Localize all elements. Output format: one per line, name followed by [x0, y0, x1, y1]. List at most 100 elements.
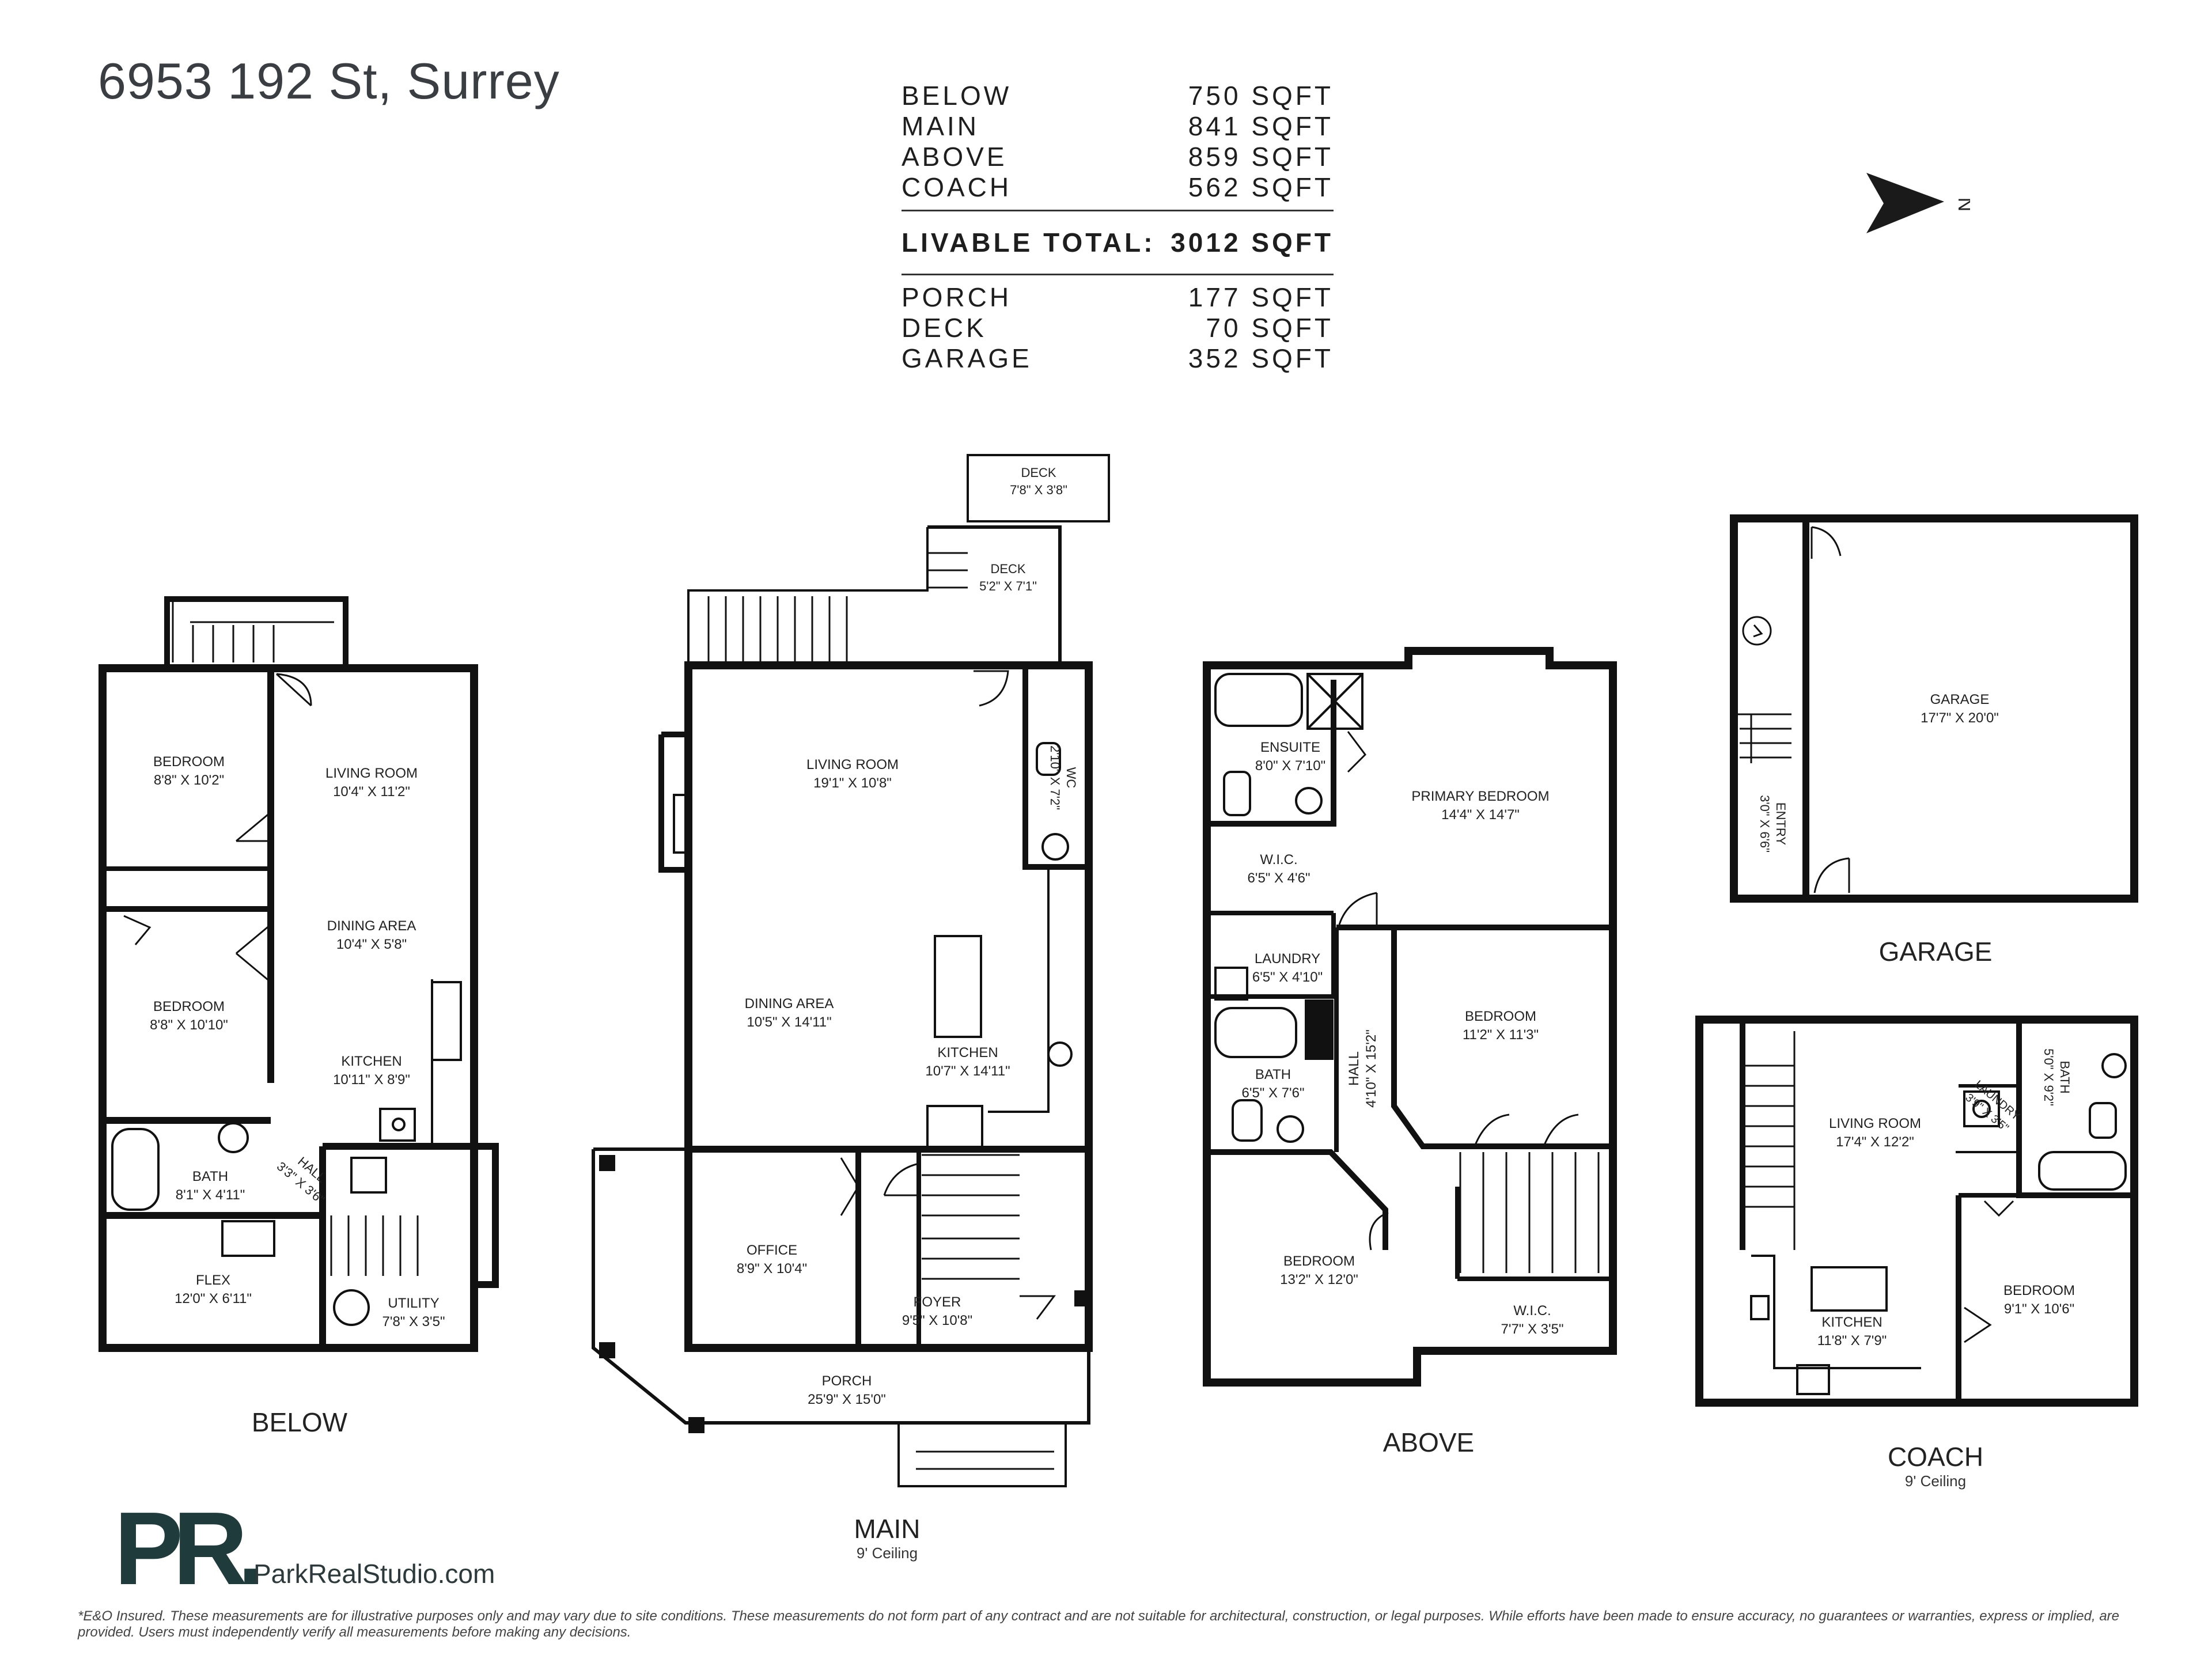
main-doors	[840, 670, 1056, 1320]
room-name: GARAGE	[1930, 692, 1990, 707]
room-name: BATH	[2058, 1060, 2072, 1093]
area-value: 841 SQFT	[1188, 111, 1334, 141]
coach-doors	[1964, 1200, 2014, 1343]
room-dim: 25'9" X 15'0"	[808, 1392, 886, 1407]
area-label: MAIN	[902, 111, 979, 141]
area-value: 70 SQFT	[1206, 313, 1334, 343]
room-dim: 8'9" X 10'4"	[737, 1261, 807, 1277]
room-dim: 10'5" X 14'11"	[747, 1014, 831, 1030]
room-dim: 8'1" X 4'11"	[176, 1187, 245, 1203]
north-arrow-icon: N	[1866, 173, 1970, 233]
below-stairs	[172, 625, 419, 1276]
room-name: UTILITY	[388, 1296, 439, 1311]
room-name: KITCHEN	[937, 1045, 998, 1060]
room-name: BEDROOM	[2003, 1283, 2075, 1298]
floor-label-below: BELOW	[252, 1407, 348, 1437]
room-dim: 8'8" X 10'10"	[150, 1017, 228, 1033]
above-doors	[1338, 731, 1579, 1251]
room-name: LIVING ROOM	[325, 766, 418, 781]
below-doors	[123, 673, 312, 983]
floor-below-walls	[99, 596, 499, 1352]
floor-main-walls	[592, 454, 1110, 1487]
room-name: DECK	[1021, 465, 1056, 480]
listing-address: 6953 192 St, Surrey	[98, 52, 560, 109]
room-dim: 11'8" X 7'9"	[1817, 1333, 1887, 1349]
garage-details	[1740, 518, 2131, 893]
floor-label-garage: GARAGE	[1879, 937, 1993, 967]
room-name: DINING AREA	[745, 996, 834, 1012]
area-label: ABOVE	[902, 142, 1007, 172]
total-label: LIVABLE TOTAL:	[902, 228, 1156, 257]
room-name: ENSUITE	[1260, 740, 1320, 755]
porch-posts	[599, 1155, 1090, 1433]
floor-above-walls	[1203, 647, 1617, 1387]
below-fixtures	[111, 981, 462, 1326]
room-name: BATH	[192, 1169, 228, 1184]
main-stairs	[707, 552, 1054, 1470]
room-dim: 9'5" X 10'8"	[902, 1313, 972, 1328]
room-dim: 9'1" X 10'6"	[2004, 1301, 2074, 1317]
livable-total-row: LIVABLE TOTAL: 3012 SQFT	[902, 210, 1334, 275]
disclaimer-text: *E&O Insured. These measurements are for…	[78, 1608, 2120, 1640]
above-chimney	[1305, 999, 1334, 1060]
floor-label-main: MAIN	[854, 1514, 921, 1544]
above-fixtures	[1214, 673, 1363, 1143]
floor-label-coach: COACH	[1888, 1442, 1983, 1472]
room-name: LIVING ROOM	[806, 757, 899, 772]
room-dim: 10'7" X 14'11"	[925, 1063, 1010, 1079]
room-labels: BEDROOM 8'8" X 10'2" LIVING ROOM 10'4" X…	[150, 465, 2075, 1407]
area-row: GARAGE 352 SQFT	[902, 343, 1334, 374]
floor-ceiling-main: 9' Ceiling	[857, 1544, 918, 1562]
room-dim: 10'4" X 5'8"	[336, 937, 407, 952]
area-label: DECK	[902, 313, 987, 343]
total-value: 3012 SQFT	[1171, 228, 1334, 257]
room-name: ENTRY	[1774, 802, 1788, 845]
area-value: 177 SQFT	[1188, 282, 1334, 312]
room-name: W.I.C.	[1260, 852, 1297, 868]
room-dim: 17'7" X 20'0"	[1921, 710, 1999, 726]
room-name: BATH	[1255, 1067, 1291, 1082]
room-name: OFFICE	[747, 1243, 797, 1258]
room-name: DECK	[990, 562, 1025, 576]
above-stairs	[1459, 1152, 1600, 1273]
room-dim: 8'8" X 10'2"	[154, 772, 224, 788]
coach-fixtures	[1750, 1053, 2127, 1395]
room-dim: 8'0" X 7'10"	[1255, 758, 1325, 774]
room-dim: 7'8" X 3'8"	[1010, 483, 1067, 497]
room-dim: 2'10" X 7'2"	[1048, 745, 1062, 810]
area-row: ABOVE 859 SQFT	[902, 142, 1334, 172]
room-name: PORCH	[822, 1373, 872, 1389]
logo-text: PR.	[114, 1498, 258, 1593]
room-dim: 5'0" X 9'2"	[2041, 1048, 2056, 1106]
room-name: DINING AREA	[327, 918, 416, 934]
area-value: 352 SQFT	[1188, 343, 1334, 373]
room-dim: 12'0" X 6'11"	[175, 1291, 252, 1306]
room-name: LAUNDRY	[1255, 951, 1320, 967]
area-value: 859 SQFT	[1188, 142, 1334, 172]
room-name: BEDROOM	[1465, 1009, 1536, 1024]
room-dim: 13'2" X 12'0"	[1280, 1272, 1358, 1287]
parkreal-logo: PR.	[114, 1498, 258, 1593]
area-label: PORCH	[902, 282, 1012, 312]
room-name: FOYER	[914, 1294, 961, 1310]
room-name: LIVING ROOM	[1829, 1116, 1921, 1131]
area-row: DECK 70 SQFT	[902, 313, 1334, 343]
main-fixtures	[673, 742, 1073, 1150]
room-name: WC	[1064, 767, 1078, 789]
room-dim: 6'5" X 7'6"	[1242, 1085, 1305, 1101]
room-dim: 5'2" X 7'1"	[979, 579, 1037, 593]
room-dim: 11'2" X 11'3"	[1463, 1027, 1539, 1043]
area-label: COACH	[902, 172, 1012, 202]
room-name: PRIMARY BEDROOM	[1411, 789, 1549, 804]
coach-stairs	[1745, 1031, 1796, 1250]
room-dim: 10'11" X 8'9"	[333, 1072, 410, 1088]
room-dim: 4'10" X 15'2"	[1363, 1029, 1379, 1108]
area-label: GARAGE	[902, 343, 1032, 373]
floor-coach-walls	[1695, 1016, 2138, 1407]
area-value: 750 SQFT	[1188, 81, 1334, 111]
brand-url[interactable]: ParkRealStudio.com	[253, 1559, 495, 1589]
room-name: FLEX	[196, 1272, 230, 1288]
